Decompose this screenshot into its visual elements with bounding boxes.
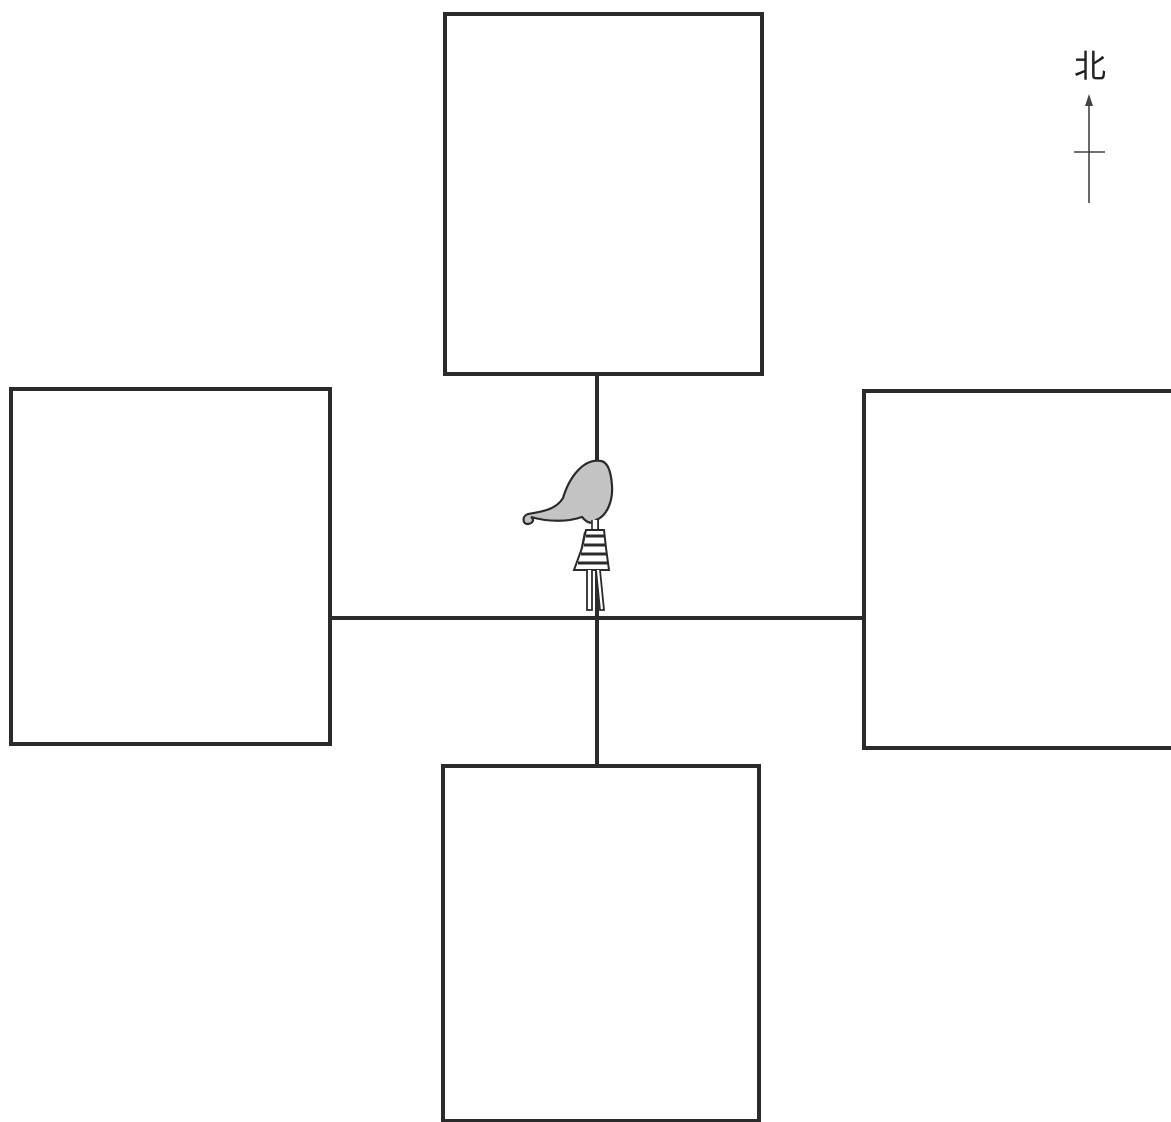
left-leg xyxy=(587,570,592,610)
box-west xyxy=(11,389,330,744)
girl-figure-icon xyxy=(524,461,613,610)
north-arrow-icon xyxy=(1074,94,1105,203)
box-north xyxy=(445,14,762,374)
neck xyxy=(592,520,598,530)
north-label: 北 xyxy=(1074,47,1106,85)
box-east xyxy=(864,391,1171,748)
north-compass: 北 xyxy=(1074,47,1106,203)
hair xyxy=(524,461,613,524)
box-south xyxy=(443,766,759,1121)
